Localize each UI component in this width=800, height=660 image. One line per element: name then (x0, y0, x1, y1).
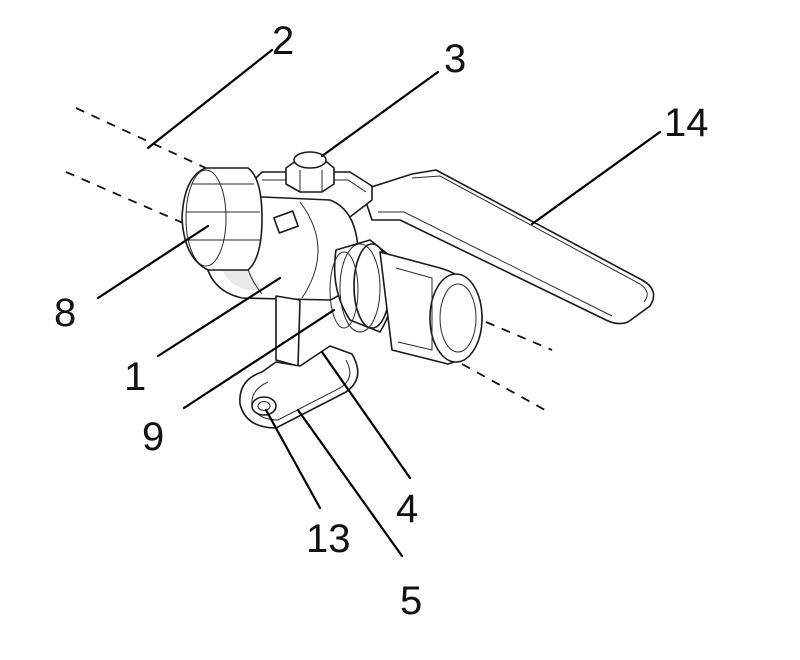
label-14: 14 (664, 101, 709, 145)
centerline-upper-right (485, 321, 553, 351)
stem-nut (285, 151, 335, 193)
leader-8 (96, 224, 210, 300)
centerline-upper-left (75, 107, 211, 171)
left-fitting (181, 167, 263, 271)
leader-3 (320, 70, 440, 158)
label-13: 13 (306, 517, 351, 561)
centerlines (65, 107, 553, 411)
label-9: 9 (142, 415, 164, 459)
label-1: 1 (124, 355, 146, 399)
leader-1 (156, 276, 282, 358)
centerline-lower-right (461, 363, 546, 411)
reference-numerals: 2 3 14 8 1 9 4 13 5 (54, 19, 709, 623)
mounting-foot (239, 295, 359, 429)
leader-4 (320, 350, 412, 480)
right-union (329, 239, 483, 365)
centerline-lower-left (65, 171, 191, 227)
leader-14 (530, 130, 662, 226)
label-2: 2 (272, 19, 294, 63)
leader-2 (146, 48, 274, 150)
leader-13 (264, 408, 322, 510)
label-5: 5 (400, 579, 422, 623)
label-4: 4 (396, 487, 418, 531)
leader-9 (182, 308, 336, 410)
leader-5 (296, 408, 404, 558)
label-3: 3 (444, 37, 466, 81)
lever-handle (361, 169, 655, 325)
label-8: 8 (54, 291, 76, 335)
leader-lines (96, 48, 662, 558)
